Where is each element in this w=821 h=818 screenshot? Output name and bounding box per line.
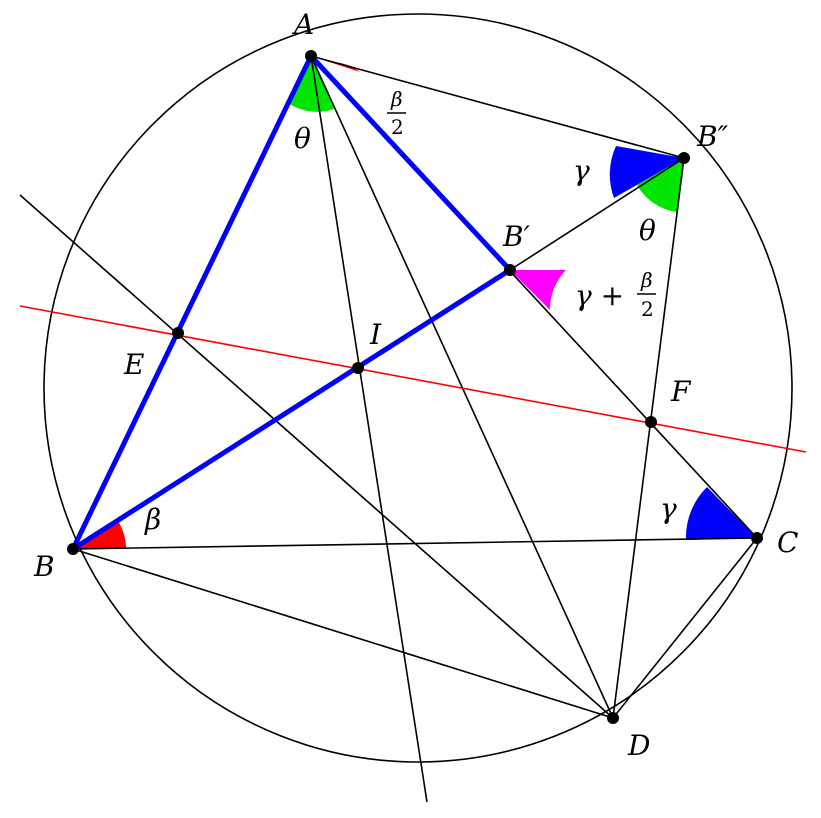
- point-C: [751, 532, 763, 544]
- point-I: [352, 362, 364, 374]
- angle-label-gamma-C: γ: [660, 492, 677, 525]
- angle-wedge-B2-green: [637, 158, 684, 212]
- point-F: [645, 416, 657, 428]
- point-B2: [678, 152, 690, 164]
- label-D: D: [627, 729, 650, 762]
- label-I: I: [369, 318, 382, 351]
- angle-label-theta-B2: θ: [639, 214, 656, 247]
- blue-segment-B-B1: [70, 267, 513, 552]
- point-B: [67, 543, 79, 555]
- line-A-I-extended: [310, 55, 428, 803]
- line-B-D: [72, 548, 614, 719]
- angle-label-gamma-plus: γ +: [575, 279, 624, 312]
- circumcircle: [43, 13, 793, 763]
- angle-label-beta-B: β: [144, 503, 161, 536]
- label-E: E: [123, 348, 144, 381]
- angle-label-beta-half-num: β: [390, 87, 403, 111]
- line-C-D: [612, 537, 758, 719]
- angle-label-gamma-plus-num: β: [640, 268, 653, 292]
- blue-segment-A-B1: [308, 53, 513, 273]
- label-F: F: [670, 375, 692, 408]
- label-C: C: [777, 526, 798, 559]
- line-B1-B2: [509, 157, 685, 271]
- angle-wedge-C-blue: [685, 487, 757, 540]
- label-B2: B″: [696, 120, 729, 153]
- label-B1: B′: [502, 220, 531, 253]
- angle-wedge-B2-blue: [609, 146, 684, 198]
- line-A-D: [310, 55, 614, 719]
- label-A: A: [291, 8, 314, 41]
- line-ED-extended: [19, 194, 614, 719]
- label-B: B: [33, 550, 55, 583]
- angle-label-beta-half-den: 2: [391, 115, 404, 139]
- angle-wedge-B1-magenta: [510, 270, 566, 310]
- angle-wedge-A-green: [288, 56, 334, 112]
- point-E: [172, 327, 184, 339]
- angle-label-gamma-B2: γ: [573, 154, 590, 187]
- angle-label-gamma-plus-den: 2: [641, 297, 654, 321]
- line-A-B2: [310, 55, 685, 159]
- point-B1: [504, 264, 516, 276]
- point-D: [607, 712, 619, 724]
- blue-segment-A-B: [70, 53, 314, 552]
- red-line-EIF: [19, 305, 807, 453]
- angle-label-theta-A: θ: [294, 122, 311, 155]
- point-A: [305, 50, 317, 62]
- line-B2-D: [612, 157, 685, 719]
